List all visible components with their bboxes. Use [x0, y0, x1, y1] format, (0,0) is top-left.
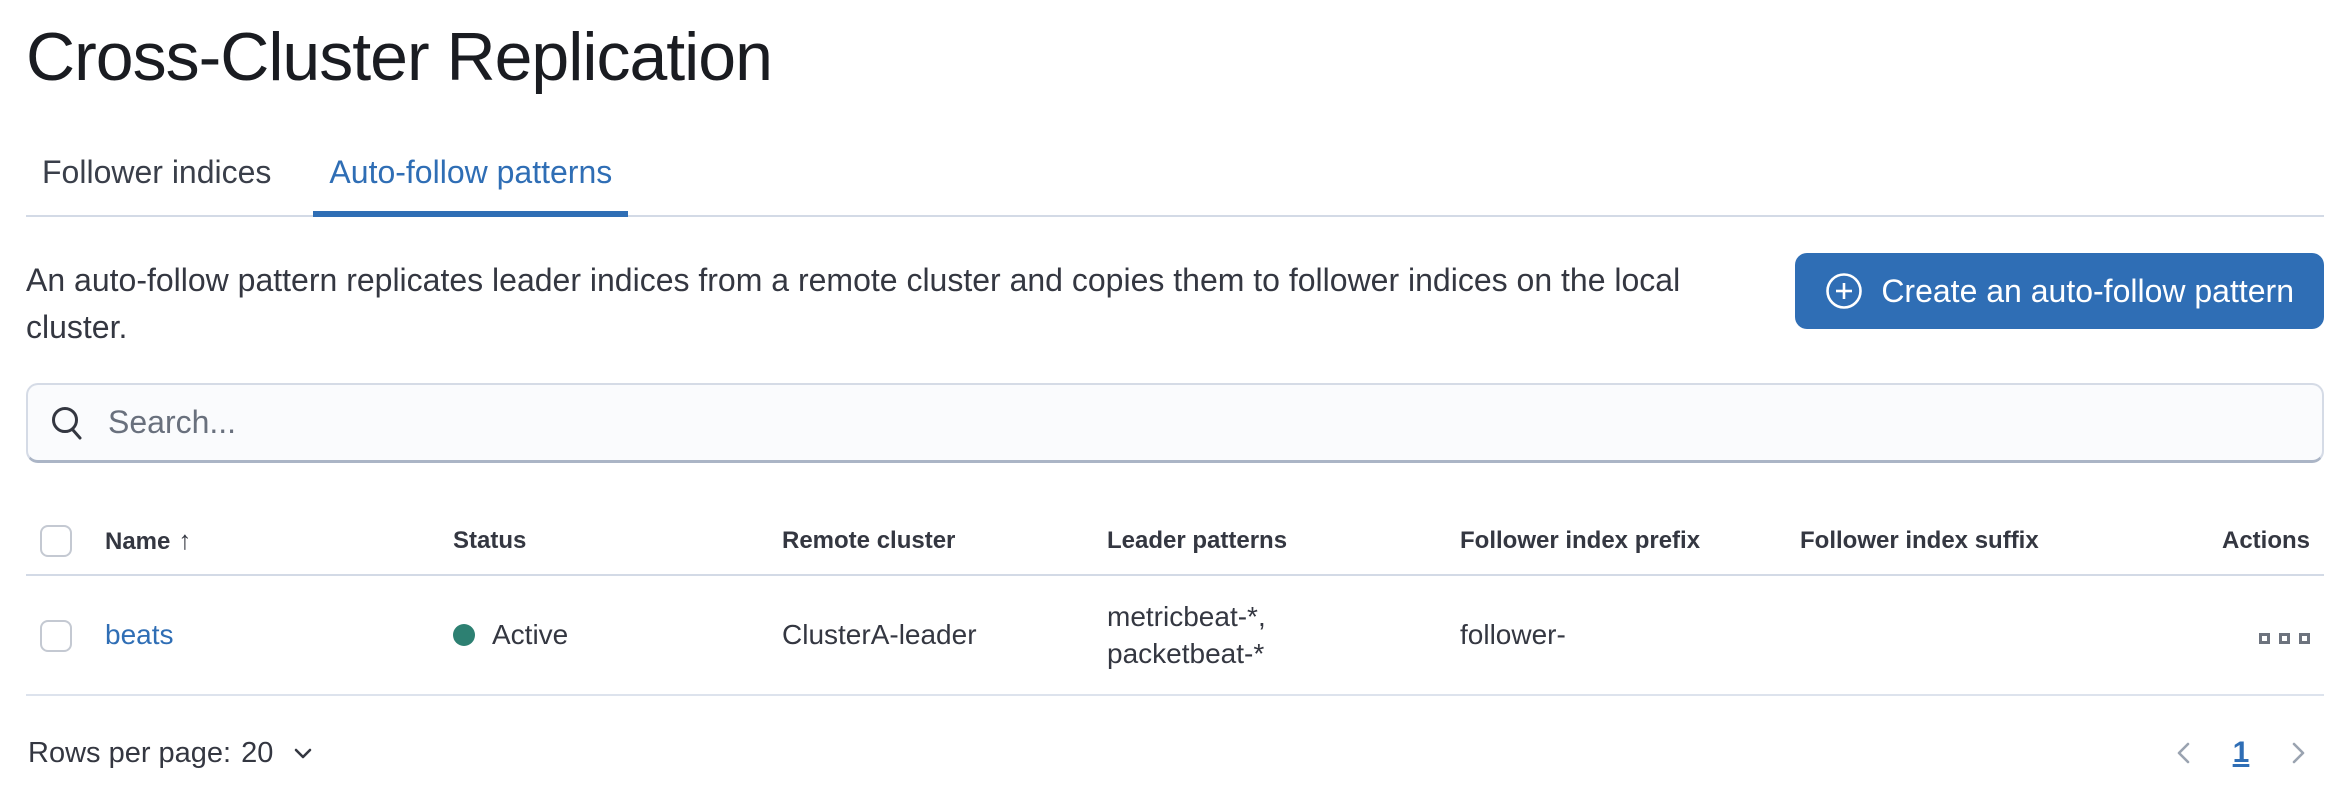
rows-per-page-label: Rows per page: — [28, 736, 232, 769]
chevron-left-icon — [2177, 742, 2190, 764]
search-input[interactable] — [106, 403, 2300, 442]
status-badge: Active — [453, 619, 758, 651]
chevron-down-icon — [295, 748, 312, 759]
boxes-horizontal-icon — [2259, 633, 2270, 644]
column-header-follower-index-prefix: Follower index prefix — [1444, 507, 1784, 576]
create-button-label: Create an auto-follow pattern — [1881, 272, 2294, 309]
sort-ascending-icon: ↑ — [178, 525, 192, 555]
previous-page-button[interactable] — [2162, 730, 2208, 776]
cross-cluster-replication-page: Cross-Cluster Replication Follower indic… — [26, 0, 2324, 776]
follower-index-suffix-cell — [1784, 575, 2114, 696]
search-icon — [52, 406, 82, 439]
intro-row: An auto-follow pattern replicates leader… — [26, 253, 2324, 351]
column-header-actions: Actions — [2114, 507, 2324, 576]
auto-follow-patterns-table: Name↑ Status Remote cluster Leader patte… — [26, 507, 2324, 696]
table-footer: Rows per page: 20 1 — [26, 696, 2324, 776]
follower-index-prefix-cell: follower- — [1444, 575, 1784, 696]
row-actions-button[interactable] — [2259, 633, 2310, 644]
chevron-right-icon — [2292, 742, 2305, 764]
rows-per-page-selector[interactable]: Rows per page: 20 — [28, 737, 317, 770]
column-header-name[interactable]: Name↑ — [89, 507, 437, 576]
search-bar — [26, 383, 2324, 463]
tab-bar: Follower indices Auto-follow patterns — [26, 132, 2324, 217]
status-label: Active — [492, 619, 569, 650]
description-text: An auto-follow pattern replicates leader… — [26, 262, 1681, 345]
column-header-status: Status — [437, 507, 766, 576]
leader-patterns-cell: metricbeat-*, packetbeat-* — [1107, 601, 1266, 669]
plus-in-circle-icon — [1826, 273, 1863, 309]
table-row: beats Active ClusterA-leader metricbeat-… — [26, 575, 2324, 696]
remote-cluster-cell: ClusterA-leader — [766, 575, 1091, 696]
select-row-checkbox[interactable] — [40, 619, 72, 652]
page-number-1[interactable]: 1 — [2232, 736, 2250, 769]
create-auto-follow-pattern-button[interactable]: Create an auto-follow pattern — [1795, 253, 2324, 329]
rows-per-page-value: 20 — [241, 736, 274, 769]
tab-auto-follow-patterns[interactable]: Auto-follow patterns — [313, 132, 629, 217]
status-dot-icon — [453, 624, 475, 646]
page-title: Cross-Cluster Replication — [26, 19, 773, 95]
tab-follower-indices[interactable]: Follower indices — [42, 154, 272, 190]
column-header-follower-index-suffix: Follower index suffix — [1784, 507, 2114, 576]
select-all-checkbox[interactable] — [40, 524, 72, 557]
column-header-leader-patterns: Leader patterns — [1091, 507, 1444, 576]
next-page-button[interactable] — [2274, 730, 2320, 776]
pattern-name-link[interactable]: beats — [105, 619, 174, 650]
table-header-row: Name↑ Status Remote cluster Leader patte… — [26, 507, 2324, 576]
pagination: 1 — [2162, 730, 2324, 776]
column-header-remote-cluster: Remote cluster — [766, 507, 1091, 576]
